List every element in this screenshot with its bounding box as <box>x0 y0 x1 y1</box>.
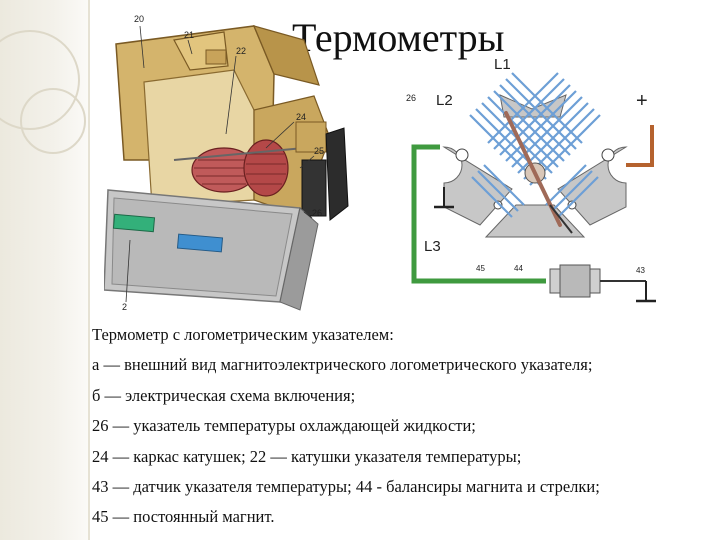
label-l3: L3 <box>424 238 441 255</box>
callout-25: 25 <box>314 146 324 156</box>
figure-caption: Термометр с логометрическим указателем: … <box>92 320 714 533</box>
label-26: 26 <box>406 93 416 103</box>
slide-title: Термометры <box>292 15 505 60</box>
label-l1: L1 <box>494 56 511 73</box>
callout-2: 2 <box>122 302 127 312</box>
caption-line-b: б — электрическая схема включения; <box>92 385 356 405</box>
decor-ring-small <box>20 88 86 154</box>
label-43: 43 <box>636 266 645 275</box>
caption-line-intro: Термометр с логометрическим указателем: <box>92 325 394 344</box>
callout-20: 20 <box>134 14 144 24</box>
callout-24: 24 <box>296 112 306 122</box>
label-44: 44 <box>514 264 523 273</box>
callout-22: 22 <box>236 46 246 56</box>
band-divider <box>88 0 90 540</box>
caption-line-26: 26 — указатель температуры охлаждающей ж… <box>92 416 476 436</box>
wiring-diagram-figure: L1 L2 L3 + 26 45 44 43 <box>400 55 670 310</box>
label-l2: L2 <box>436 92 453 109</box>
callout-26: 26 <box>312 208 322 218</box>
indicator-external-view-figure: 20 21 22 24 25 26 2 <box>103 10 384 315</box>
caption-line-43-44: 43 — датчик указателя температуры; 44 - … <box>92 476 600 496</box>
caption-line-24-22: 24 — каркас катушек; 22 — катушки указат… <box>92 446 522 466</box>
label-45: 45 <box>476 264 485 273</box>
caption-line-45: 45 — постоянный магнит. <box>92 507 275 527</box>
label-plus: + <box>636 90 648 112</box>
indicator-illustration: 20 21 22 24 25 26 2 <box>103 14 349 312</box>
wiring-diagram: L1 L2 L3 + 26 45 44 43 <box>406 56 656 303</box>
callout-21: 21 <box>184 30 194 40</box>
caption-line-a: а — внешний вид магнитоэлектрического ло… <box>92 355 593 375</box>
